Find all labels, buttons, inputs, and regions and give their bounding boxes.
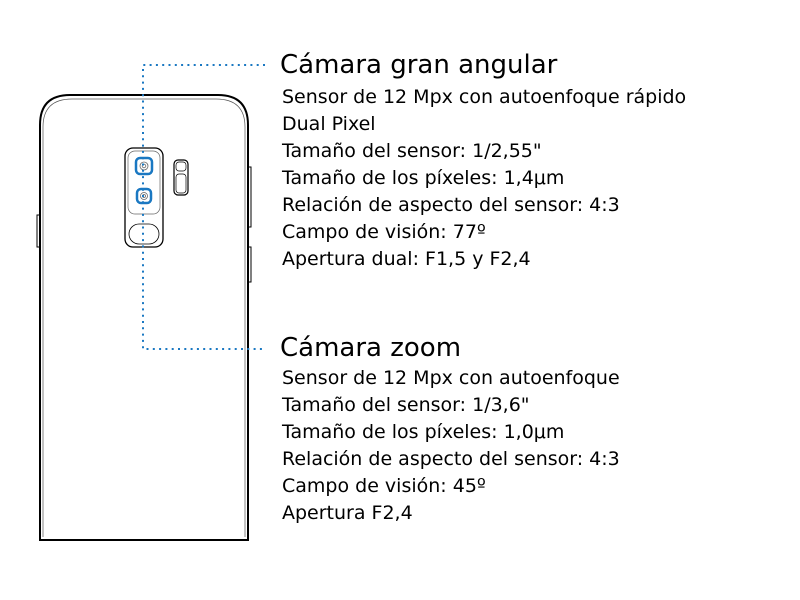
phone-back-outline bbox=[36, 94, 252, 541]
camera-module bbox=[124, 147, 189, 248]
spec-line: Apertura F2,4 bbox=[282, 502, 413, 524]
spec-line: Tamaño de los píxeles: 1,0μm bbox=[282, 421, 565, 443]
spec-line: Apertura dual: F1,5 y F2,4 bbox=[282, 248, 531, 270]
spec-line: Campo de visión: 45º bbox=[282, 475, 486, 497]
spec-line: Tamaño del sensor: 1/2,55" bbox=[282, 140, 542, 162]
spec-line: Tamaño de los píxeles: 1,4μm bbox=[282, 167, 565, 189]
wide-camera-section: Cámara gran angular Sensor de 12 Mpx con… bbox=[280, 50, 687, 273]
spec-line: Relación de aspecto del sensor: 4:3 bbox=[282, 194, 620, 216]
spec-line: Relación de aspecto del sensor: 4:3 bbox=[282, 448, 620, 470]
zoom-camera-title: Cámara zoom bbox=[280, 333, 462, 363]
spec-line: Sensor de 12 Mpx con autoenfoque rápido bbox=[282, 86, 687, 108]
spec-line: Campo de visión: 77º bbox=[282, 221, 486, 243]
spec-line: Dual Pixel bbox=[282, 113, 376, 135]
spec-line: Tamaño del sensor: 1/3,6" bbox=[282, 394, 530, 416]
wide-camera-title: Cámara gran angular bbox=[280, 50, 558, 80]
zoom-camera-section: Cámara zoom Sensor de 12 Mpx con autoenf… bbox=[280, 333, 620, 527]
callout-dotted-lines bbox=[142, 64, 265, 350]
spec-line: Sensor de 12 Mpx con autoenfoque bbox=[282, 367, 620, 389]
